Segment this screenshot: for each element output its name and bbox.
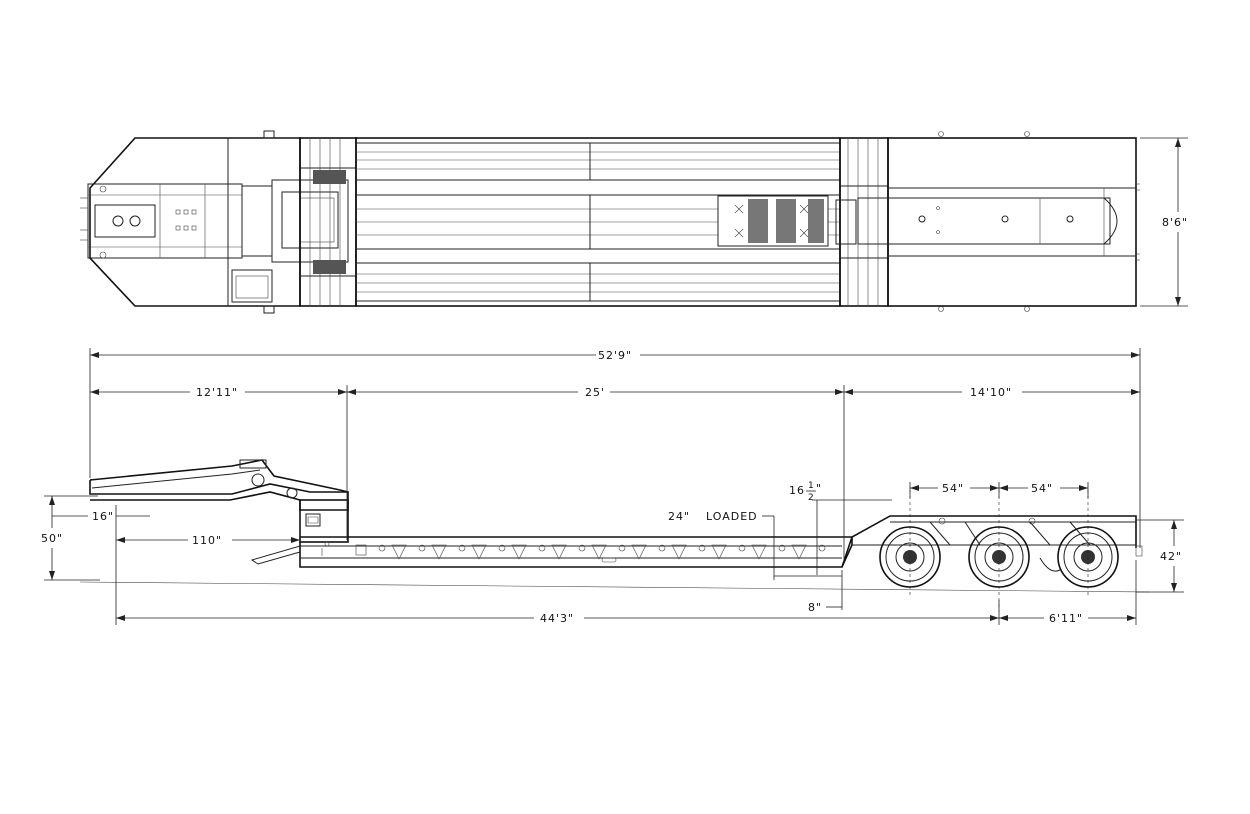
width-dimension: 8'6" [1162, 216, 1188, 229]
deck-height-loaded-label: LOADED [706, 510, 758, 523]
deck-rise-denominator: 2 [808, 493, 815, 503]
fifth-wheel-height-dimension: 50" [41, 532, 63, 545]
swing-radius-dimension: 110" [192, 534, 222, 547]
rear-height-dimension: 42" [1160, 550, 1182, 563]
deck-rise-unit: " [816, 482, 822, 495]
rear-overhang-dimension: 6'11" [1049, 612, 1083, 625]
deck-crossmember-row [378, 544, 826, 560]
axle-spread-2: 54" [1031, 482, 1053, 495]
axle-spread-1: 54" [942, 482, 964, 495]
kingpin-setting-dimension: 16" [92, 510, 114, 523]
top-view: 8'6" [80, 130, 1188, 314]
deck-rise-numerator: 1 [808, 481, 815, 491]
bolt-pattern [175, 209, 197, 231]
kingpin-to-axle-dimension: 44'3" [540, 612, 574, 625]
ground-clearance-dimension: 8" [808, 601, 822, 614]
overall-length-dimension: 52'9" [598, 349, 632, 362]
deck-rise-whole: 16 [789, 484, 805, 497]
side-view: 52'9" 12'11" 25' 14'10" 54" 54" 16 1 2 " [41, 348, 1184, 625]
gooseneck-length-dimension: 12'11" [196, 386, 238, 399]
deck-length-dimension: 25' [585, 386, 605, 399]
deck-height-loaded-value: 24" [668, 510, 690, 523]
rear-length-dimension: 14'10" [970, 386, 1012, 399]
